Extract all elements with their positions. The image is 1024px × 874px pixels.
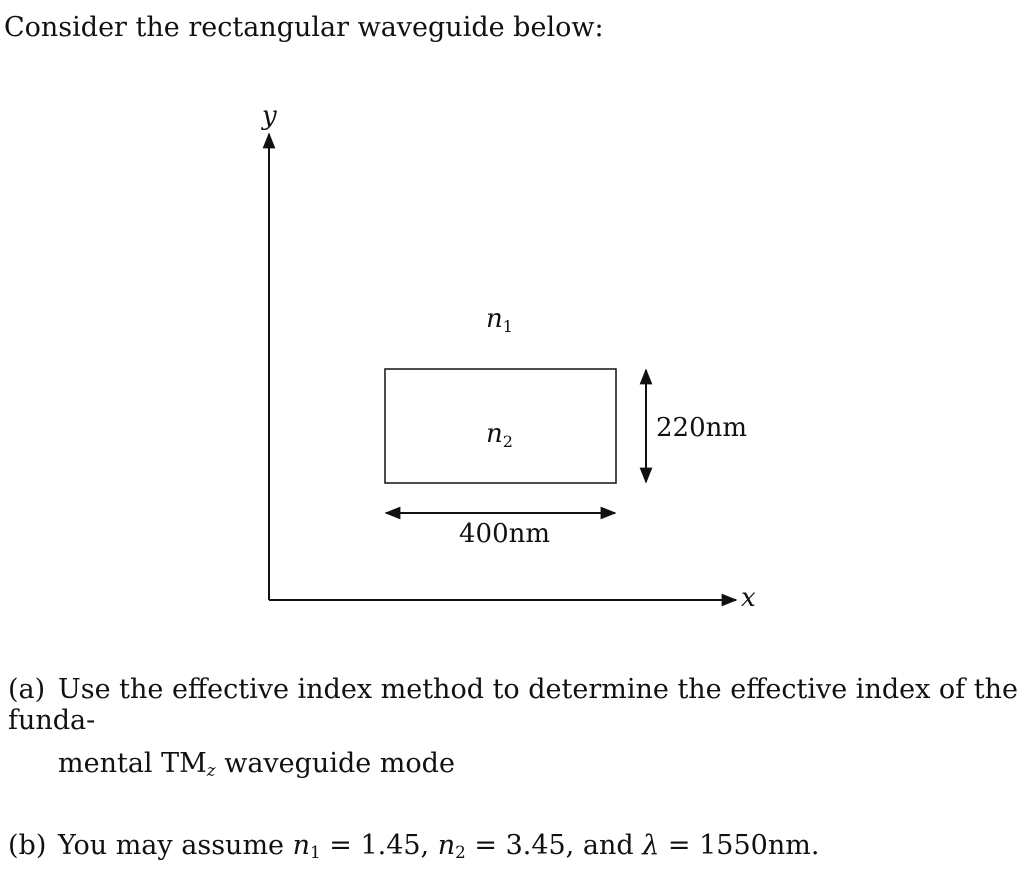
question-a: (a)Use the effective index method to det… bbox=[8, 674, 1024, 736]
y-axis-label: y bbox=[261, 101, 277, 131]
width-dimension-label: 400nm bbox=[459, 519, 550, 549]
question-a-line1: Use the effective index method to determ… bbox=[8, 674, 1018, 736]
height-dimension-label: 220nm bbox=[656, 413, 747, 443]
intro-text: Consider the rectangular waveguide below… bbox=[4, 12, 604, 43]
question-b-label: (b) bbox=[8, 830, 47, 861]
waveguide-core bbox=[384, 368, 617, 484]
question-b: (b)You may assume n1 = 1.45, n2 = 3.45, … bbox=[8, 830, 820, 863]
x-axis-label: x bbox=[741, 583, 756, 613]
cladding-index-label: n1 bbox=[486, 304, 513, 336]
question-a-continued: mental TMz waveguide mode bbox=[58, 748, 455, 781]
core-index-label: n2 bbox=[486, 419, 513, 451]
question-a-label: (a) bbox=[8, 674, 46, 705]
